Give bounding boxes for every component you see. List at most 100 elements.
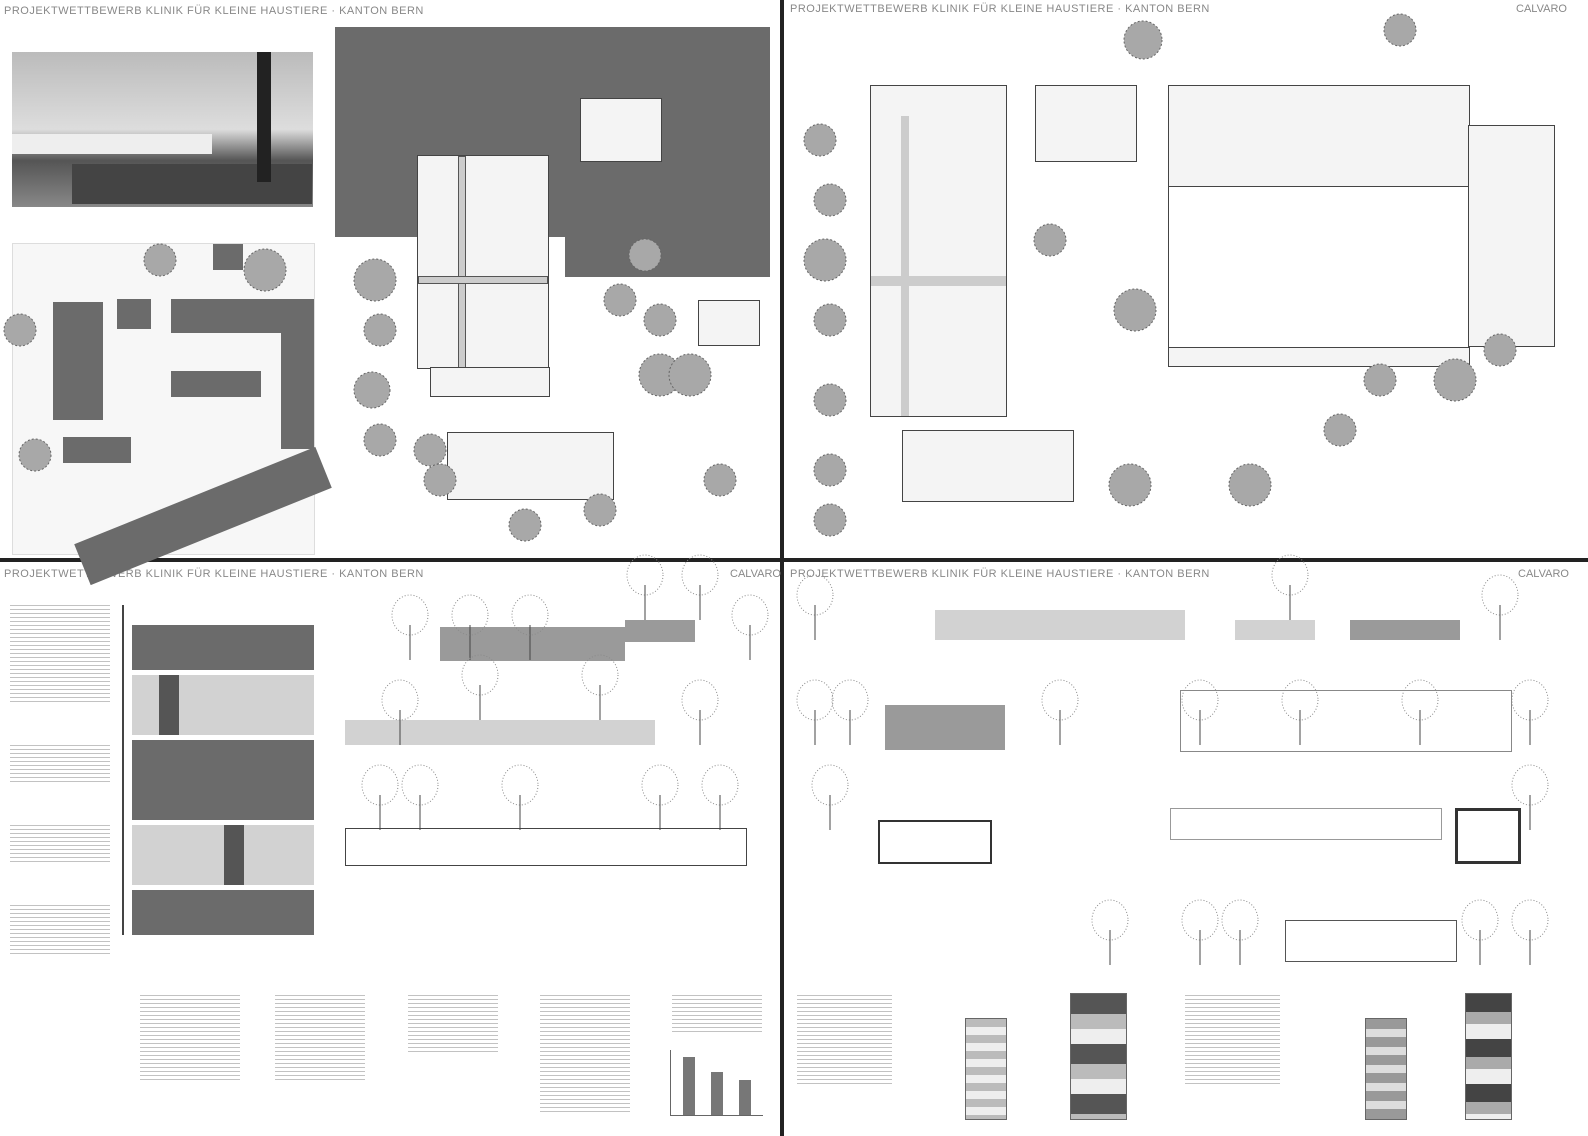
tree-plan-symbol [1033,223,1067,257]
elevation-south [885,705,1005,750]
section-west [878,820,992,864]
tree-elevation-symbol [361,764,399,830]
tree-plan-symbol [813,303,847,337]
tree-elevation-symbol [626,554,664,620]
tree-plan-symbol [703,463,737,497]
tree-elevation-symbol [731,594,769,660]
tree-elevation-symbol [1481,574,1519,640]
tree-plan-symbol [3,313,37,347]
building-mass [513,27,770,92]
floor-plan-wing [430,367,550,397]
tree-plan-symbol [628,238,662,272]
tree-elevation-symbol [1271,554,1309,620]
tree-plan-symbol [1323,413,1357,447]
tree-elevation-symbol [581,654,619,720]
tree-plan-symbol [803,123,837,157]
tree-elevation-symbol [1401,679,1439,745]
floor-plan-east [1468,125,1555,347]
tree-plan-symbol [353,258,397,302]
tree-elevation-symbol [1041,679,1079,745]
tree-elevation-symbol [1511,679,1549,745]
tree-elevation-symbol [1181,679,1219,745]
bar-chart [670,1050,763,1116]
floor-plan-courtyard [1168,85,1470,367]
tree-elevation-symbol [831,679,869,745]
tree-plan-symbol [643,303,677,337]
floor-plan-south [902,430,1074,502]
tree-elevation-symbol [401,764,439,830]
text-column [672,995,762,1035]
floor-plan-clinic [417,155,549,369]
tree-elevation-symbol [796,574,834,640]
tree-plan-symbol [813,383,847,417]
tree-plan-symbol [668,353,712,397]
diagram-plan [965,1018,1007,1120]
tree-plan-symbol [363,313,397,347]
elevation-north-wing [1350,620,1460,640]
tree-plan-symbol [143,243,177,277]
tree-plan-symbol [353,371,391,409]
tree-plan-symbol [1123,20,1163,60]
tree-elevation-symbol [1091,899,1129,965]
board-4-title: PROJEKTWETTBEWERB KLINIK FÜR KLEINE HAUS… [790,568,1210,580]
tree-plan-symbol [1483,333,1517,367]
section-1 [345,828,747,866]
tree-elevation-symbol [461,654,499,720]
site-photo [12,52,313,207]
tree-plan-symbol [583,493,617,527]
floor-plan-lower [447,432,614,500]
chart-bar [739,1080,751,1115]
text-column [797,995,892,1085]
tree-plan-symbol [1363,363,1397,397]
tree-elevation-symbol [381,679,419,745]
text-column [1185,995,1280,1085]
floor-plan-main [870,85,1007,417]
facade-notes [10,605,110,975]
elevation-1-wing [625,620,695,642]
tree-plan-symbol [603,283,637,317]
text-column [408,995,498,1055]
elevation-north [935,610,1185,640]
tree-elevation-symbol [1221,899,1259,965]
diagram-plan [1465,993,1512,1120]
tree-plan-symbol [803,238,847,282]
text-column [275,995,365,1080]
tree-elevation-symbol [1181,899,1219,965]
tree-elevation-symbol [796,679,834,745]
board-divider-vertical [780,0,784,1136]
board-2-brand: CALVARO [1516,3,1567,15]
tree-elevation-symbol [701,764,739,830]
tree-elevation-symbol [391,594,429,660]
board-3-brand: CALVARO [730,568,781,580]
tree-plan-symbol [1228,463,1272,507]
elevation-north-annex [1235,620,1315,640]
tree-plan-symbol [18,438,52,472]
section-south [1285,920,1457,962]
chart-bar [683,1057,695,1115]
floor-plan-block [1035,85,1137,162]
tree-plan-symbol [1383,13,1417,47]
tree-elevation-symbol [451,594,489,660]
tree-elevation-symbol [511,594,549,660]
tree-elevation-symbol [681,554,719,620]
tree-plan-symbol [813,503,847,537]
tree-plan-symbol [243,248,287,292]
tree-elevation-symbol [641,764,679,830]
elevation-south-courtyard [1180,690,1512,752]
text-column [140,995,240,1080]
tree-elevation-symbol [681,679,719,745]
tree-plan-symbol [363,423,397,457]
floor-plan-side [698,300,760,346]
tree-elevation-symbol [1461,899,1499,965]
tree-plan-symbol [1433,358,1477,402]
tree-elevation-symbol [811,764,849,830]
tree-elevation-symbol [1281,679,1319,745]
tree-plan-symbol [508,508,542,542]
tree-elevation-symbol [501,764,539,830]
chart-bar [711,1072,723,1115]
floor-plan-annex [580,98,662,162]
section-east [1455,808,1521,864]
diagram-plan [1070,993,1127,1120]
board-1-title: PROJEKTWETTBEWERB KLINIK FÜR KLEINE HAUS… [4,5,424,17]
